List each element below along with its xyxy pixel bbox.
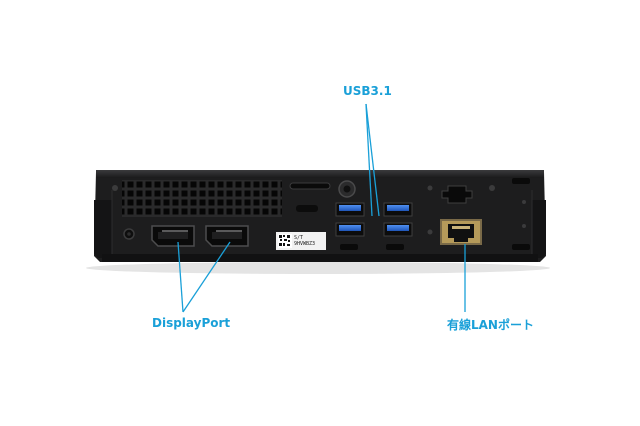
displayport-icon [205, 225, 249, 247]
usb-callout-label: USB3.1 [343, 84, 392, 98]
vent-grille [122, 180, 282, 217]
displayport-icon [151, 225, 195, 247]
sticker-line-1: S/T [294, 235, 304, 241]
side-slot [512, 244, 530, 250]
sticker-line-2: 9HVWBZ3 [294, 241, 316, 247]
screw [112, 185, 118, 191]
usb-port-icon [383, 222, 413, 237]
dp-callout-line [182, 241, 231, 313]
usb-callout-line [365, 103, 380, 217]
ethernet-port-icon [440, 219, 482, 245]
callout-lines [177, 103, 466, 313]
screw [427, 185, 433, 191]
lan-callout-label: 有線LANポート [447, 318, 534, 332]
displayport-callout-label: DisplayPort [152, 316, 231, 330]
side-slot [512, 178, 530, 184]
usb-port-icon [335, 222, 365, 237]
screw [489, 185, 495, 191]
usb-callout-line [365, 103, 373, 217]
usb-port-icon [335, 202, 365, 217]
usb-port-icon [383, 202, 413, 217]
floor-shadow [86, 262, 550, 274]
service-tag-sticker [276, 232, 326, 250]
power-connector-icon [441, 185, 473, 204]
dp-callout-line [177, 241, 184, 313]
kensington-lock-icon [289, 182, 331, 190]
